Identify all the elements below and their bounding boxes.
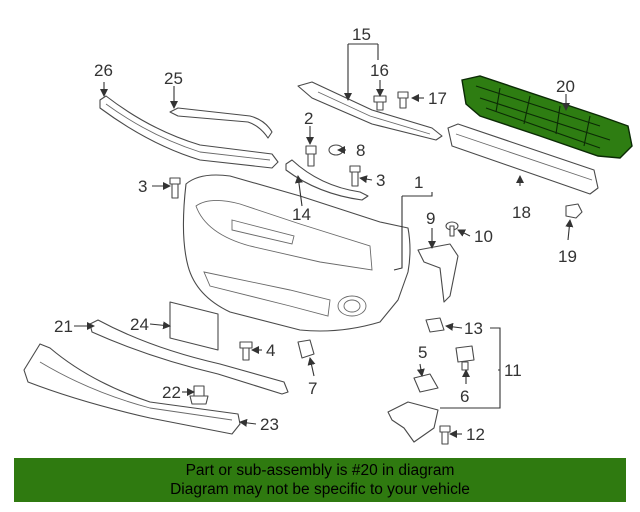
part-20-energy-absorber[interactable] bbox=[461, 75, 633, 159]
callout-1: 1 bbox=[414, 173, 423, 192]
fastener-19[interactable] bbox=[565, 203, 583, 219]
callout-23: 23 bbox=[260, 415, 279, 434]
fastener-17[interactable] bbox=[397, 91, 409, 109]
callout-2: 2 bbox=[304, 109, 313, 128]
banner-line-2: Diagram may not be specific to your vehi… bbox=[170, 481, 470, 498]
fastener-4[interactable] bbox=[239, 341, 253, 361]
fastener-12[interactable] bbox=[439, 425, 451, 445]
fastener-6[interactable] bbox=[455, 345, 475, 371]
part-21-lower-strip[interactable] bbox=[89, 319, 289, 395]
callout-10: 10 bbox=[474, 227, 493, 246]
callout-21: 21 bbox=[54, 317, 73, 336]
callout-9: 9 bbox=[426, 209, 435, 228]
part-9-bracket[interactable] bbox=[417, 243, 459, 303]
fastener-3-left[interactable] bbox=[169, 177, 181, 199]
banner-line-1: Part or sub-assembly is #20 in diagram bbox=[185, 462, 455, 479]
part-18-reinforcement[interactable] bbox=[447, 123, 599, 195]
callout-17: 17 bbox=[428, 89, 447, 108]
part-25-molding[interactable] bbox=[169, 107, 273, 139]
callout-25: 25 bbox=[164, 69, 183, 88]
callout-13: 13 bbox=[464, 319, 483, 338]
fastener-2[interactable] bbox=[305, 145, 317, 167]
callout-24: 24 bbox=[130, 315, 149, 334]
fastener-10[interactable] bbox=[445, 221, 459, 237]
leader-lines bbox=[74, 43, 574, 438]
callout-7: 7 bbox=[308, 379, 317, 398]
part-11-bracket[interactable] bbox=[387, 401, 439, 443]
callout-5: 5 bbox=[418, 343, 427, 362]
part-15-upper-support[interactable] bbox=[297, 81, 443, 141]
callout-19: 19 bbox=[558, 247, 577, 266]
parts-diagram: 26 25 15 16 17 2 8 3 3 14 20 18 19 1 9 1… bbox=[23, 25, 633, 445]
fastener-3-center[interactable] bbox=[349, 165, 361, 187]
callout-14: 14 bbox=[292, 205, 311, 224]
info-banner: Part or sub-assembly is #20 in diagram D… bbox=[14, 458, 626, 502]
callout-6: 6 bbox=[460, 387, 469, 406]
callout-15: 15 bbox=[352, 25, 371, 44]
clip-7[interactable] bbox=[297, 339, 315, 359]
callout-3-left: 3 bbox=[138, 177, 147, 196]
bumper-cover[interactable] bbox=[182, 174, 411, 332]
part-23-lower-spoiler[interactable] bbox=[23, 343, 241, 435]
fastener-13[interactable] bbox=[425, 317, 445, 333]
callout-18: 18 bbox=[512, 203, 531, 222]
part-5-clip[interactable] bbox=[413, 373, 439, 393]
part-26-trim-strip[interactable] bbox=[99, 95, 279, 169]
callout-11: 11 bbox=[504, 361, 522, 380]
part-24-license-bracket[interactable] bbox=[169, 301, 219, 351]
callout-4: 4 bbox=[266, 341, 275, 360]
callout-8: 8 bbox=[356, 141, 365, 160]
fastener-16[interactable] bbox=[373, 95, 387, 111]
callout-20: 20 bbox=[556, 77, 575, 96]
callout-labels: 26 25 15 16 17 2 8 3 3 14 20 18 19 1 9 1… bbox=[54, 25, 577, 444]
callout-26: 26 bbox=[94, 61, 113, 80]
fastener-22[interactable] bbox=[189, 385, 209, 405]
callout-22: 22 bbox=[162, 383, 181, 402]
callout-3-center: 3 bbox=[376, 171, 385, 190]
callout-12: 12 bbox=[466, 425, 485, 444]
callout-16: 16 bbox=[370, 61, 389, 80]
